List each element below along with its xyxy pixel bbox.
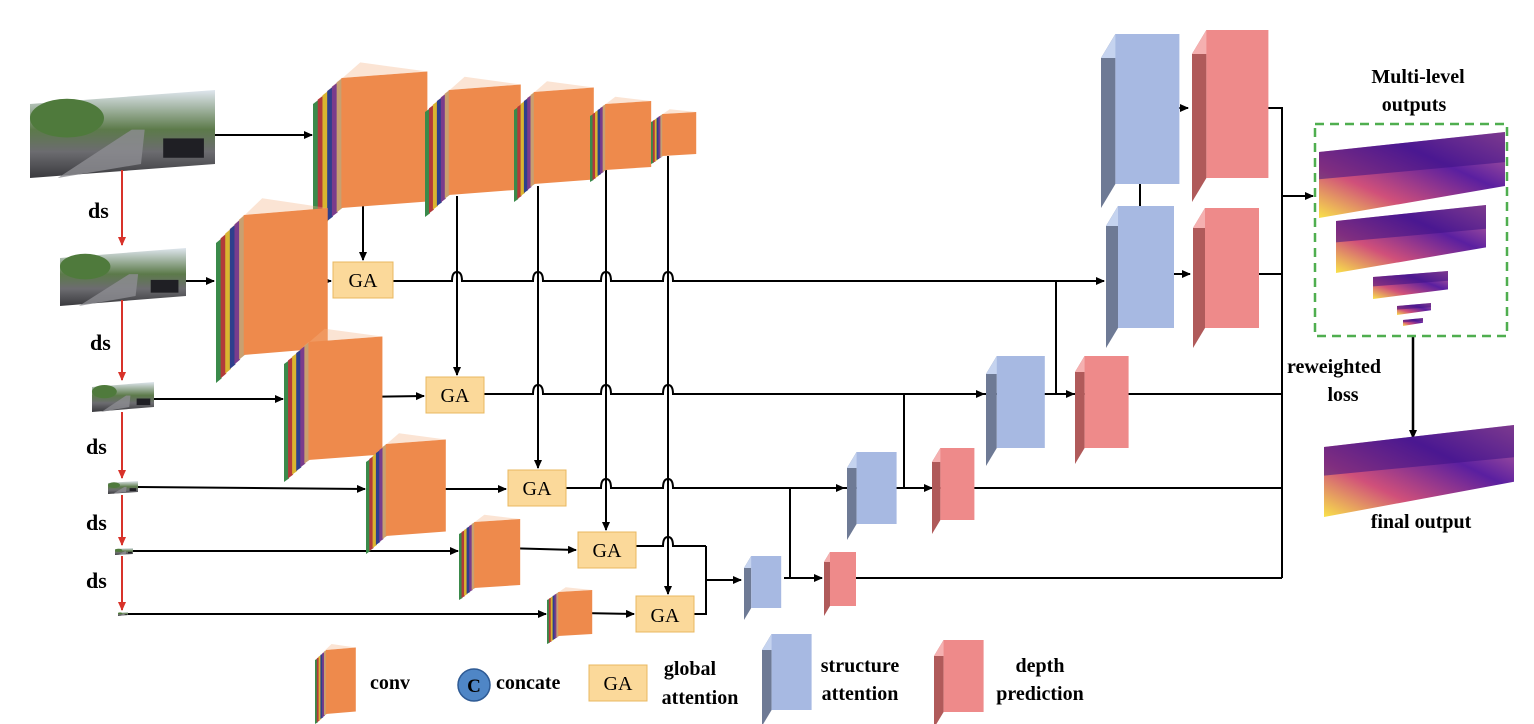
right-bus (1256, 107, 1283, 578)
legend-sa-line2: attention (822, 683, 899, 705)
arrow-img4-conv (137, 484, 366, 493)
depth-prediction-3 (1193, 208, 1259, 348)
legend-concat-symbol: C (467, 676, 481, 697)
legend-conv-swatch (315, 644, 356, 724)
depth-map-level-4 (1397, 303, 1431, 315)
input-image-sixteenth (115, 548, 133, 555)
ga-label-1: GA (349, 270, 378, 292)
conv-row1-c (514, 81, 594, 202)
ga-label-4: GA (593, 540, 622, 562)
depth-prediction-0 (824, 552, 856, 616)
depth-prediction-1 (932, 448, 975, 534)
conv-row4 (366, 433, 446, 554)
conv-row6 (547, 587, 593, 644)
ds-label-2: ds (90, 330, 111, 355)
conv-row3 (284, 328, 383, 482)
legend-ga-text-line2: attention (662, 687, 739, 709)
conv-row1-b (425, 76, 521, 217)
final-depth-map (1324, 425, 1514, 517)
legend-conv-block (315, 644, 356, 724)
ds-label-1: ds (88, 198, 109, 223)
multi-level-title-line2: outputs (1382, 94, 1447, 116)
input-image-half (59, 248, 186, 306)
sa1-up-to-sa2 (903, 390, 985, 488)
legend-concat-label: concate (496, 672, 561, 694)
ga3-to-right (566, 477, 1282, 489)
input-image-pyramid (30, 90, 215, 616)
ga-label-3: GA (523, 478, 552, 500)
ga-box-1 (332, 261, 394, 299)
final-output-label: final output (1371, 511, 1472, 533)
conv-row1-a (313, 62, 428, 235)
structure-attention-4 (1101, 34, 1180, 208)
sa0-up-to-sa1 (789, 484, 845, 578)
depth-map-level-3 (1373, 271, 1448, 299)
ga5-out (694, 546, 707, 615)
structure-attention-3 (1106, 206, 1174, 348)
ga2-to-right (484, 383, 1282, 395)
structure-attention-0 (744, 556, 782, 620)
connections (118, 104, 1417, 618)
legend-dp-line2: prediction (996, 683, 1083, 705)
reweighted-loss-line2: loss (1327, 384, 1358, 406)
conv-row1-d (590, 96, 652, 182)
multi-level-title-line1: Multi-level (1371, 66, 1465, 88)
structure-attention-2 (986, 356, 1045, 466)
ga-box-2 (425, 376, 485, 414)
legend-depth-prediction-swatch (934, 640, 984, 724)
ds-label-4: ds (86, 510, 107, 535)
legend-structure-attention-swatch (762, 634, 812, 724)
depth-map-level-1 (1319, 132, 1505, 218)
depth-map-level-2 (1336, 205, 1486, 273)
ga-box-4 (577, 531, 637, 569)
legend-ga-swatch-label: GA (604, 673, 633, 695)
blocks (216, 30, 1269, 644)
multi-level-frame (1313, 122, 1509, 338)
legend-dp-line1: depth (1016, 655, 1065, 677)
legend-sa-block (762, 634, 812, 724)
depth-prediction-4 (1192, 30, 1269, 202)
legend-ga-text-line1: global (664, 658, 717, 680)
ga1-to-sa3 (393, 270, 1105, 285)
input-image-thirtysecond (118, 612, 128, 616)
conv-row5 (459, 514, 521, 600)
legend-ga-swatch (588, 664, 648, 702)
legend-sa-line1: structure (821, 655, 900, 677)
conv-row1-e (651, 109, 697, 164)
ds-label-3: ds (86, 434, 107, 459)
structure-attention-1 (847, 452, 897, 540)
legend-concat-circle (457, 668, 491, 702)
ga4-out (636, 535, 706, 547)
input-image-full (30, 90, 215, 178)
conv-row2 (216, 198, 328, 383)
ga-label-5: GA (651, 605, 680, 627)
outputs (1313, 122, 1514, 517)
ds-label-5: ds (86, 568, 107, 593)
depth-map-level-5 (1403, 318, 1423, 326)
ga-box-5 (635, 595, 695, 633)
ga-box-3 (507, 469, 567, 507)
ga-label-2: GA (441, 385, 470, 407)
reweighted-loss-line1: reweighted (1287, 356, 1381, 378)
input-image-eighth (108, 481, 138, 494)
input-image-quarter (92, 382, 154, 412)
legend-dp-block (934, 640, 984, 724)
legend-conv-label: conv (370, 672, 410, 694)
depth-prediction-2 (1075, 356, 1129, 464)
legend: conv C concate GA global attention struc… (315, 634, 1084, 724)
